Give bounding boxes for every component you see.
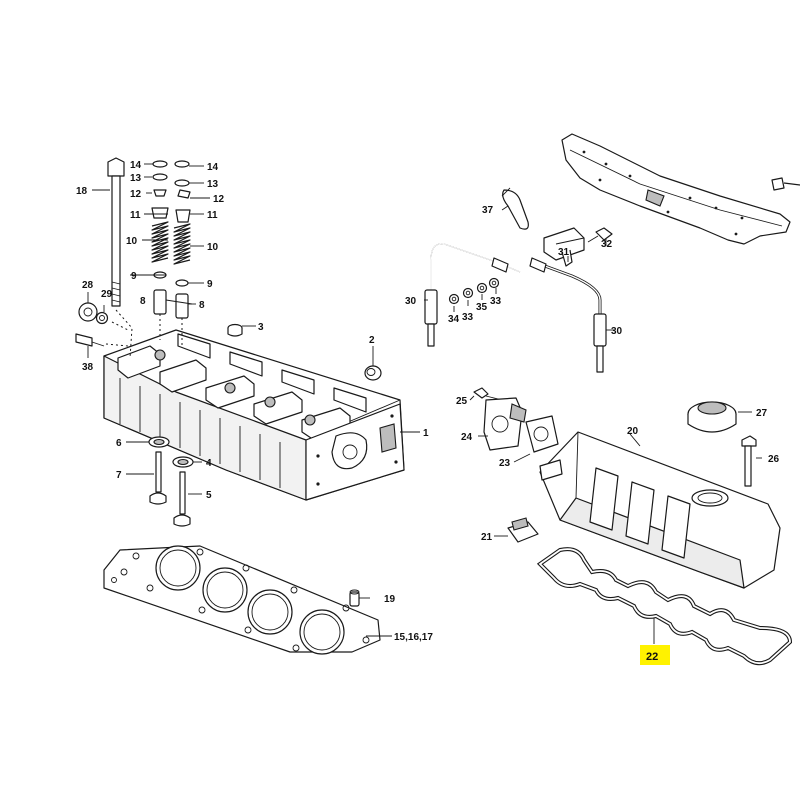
- cover-gasket-22: [536, 547, 793, 666]
- callout-10-left: 10: [126, 236, 138, 247]
- callout-33-right: 33: [490, 296, 502, 307]
- gasket-23: [525, 415, 559, 453]
- callout-22-highlight: 22: [640, 645, 670, 665]
- callout-13-left: 13: [130, 173, 142, 184]
- bolt-top-right: [771, 177, 800, 191]
- callout-28: 28: [82, 280, 94, 291]
- callout-37: 37: [482, 205, 494, 216]
- callout-3: 3: [258, 322, 264, 333]
- sensor-lead-left: [424, 243, 521, 347]
- highlight-box: [640, 645, 670, 665]
- head-gasket: [103, 545, 381, 655]
- valve-train-left: [151, 160, 169, 340]
- seal-29: [95, 311, 109, 325]
- callout-11-left: 11: [130, 210, 141, 221]
- callout-6: 6: [116, 438, 122, 449]
- valve-24: [483, 397, 527, 451]
- sensor-38: [75, 333, 105, 347]
- callout-20: 20: [627, 426, 639, 437]
- callout-19: 19: [384, 594, 396, 605]
- callout-13-right: 13: [207, 179, 219, 190]
- washers-33-35: [448, 277, 500, 305]
- dash-29: [111, 321, 129, 331]
- callout-4: 4: [206, 458, 212, 469]
- callout-11-right: 11: [207, 210, 218, 221]
- callout-5: 5: [206, 490, 212, 501]
- callout-12-left: 12: [130, 189, 142, 200]
- cap-3: [227, 323, 243, 337]
- callout-9-left: 9: [131, 271, 137, 282]
- callout-18: 18: [76, 186, 88, 197]
- dowel-19: [349, 589, 360, 607]
- cylinder-head: [103, 329, 405, 501]
- oil-cap-27: [687, 401, 737, 433]
- callout-29: 29: [101, 289, 113, 300]
- callout-1: 1: [423, 428, 429, 439]
- valve-cover-20: [539, 431, 781, 589]
- callout-25: 25: [456, 396, 468, 407]
- seal-4: [172, 456, 194, 468]
- clamp-37: [501, 187, 529, 230]
- sensor-28: [78, 302, 98, 322]
- callout-7: 7: [116, 470, 122, 481]
- callout-14-right: 14: [207, 162, 219, 173]
- callout-26: 26: [768, 454, 780, 465]
- callout-9-right: 9: [207, 279, 213, 290]
- head-bolt-18: [107, 157, 125, 307]
- callout-33-left: 33: [462, 312, 474, 323]
- plug-2: [364, 365, 382, 381]
- callout-21: 21: [481, 532, 493, 543]
- bolt-32: [587, 227, 613, 243]
- callout-10-right: 10: [207, 242, 219, 253]
- dash-38: [105, 343, 129, 347]
- leader-lines: [87, 163, 762, 644]
- callout-8-left: 8: [140, 296, 146, 307]
- callout-30-right: 30: [611, 326, 623, 337]
- sensor-bracket: [543, 227, 585, 267]
- callout-32: 32: [601, 239, 613, 250]
- callout-8-right: 8: [199, 300, 205, 311]
- sensor-lead-right: [529, 257, 607, 373]
- callout-35: 35: [476, 302, 488, 313]
- callout-22: 22: [646, 651, 658, 663]
- callout-31: 31: [558, 247, 570, 258]
- callout-labels: 1 2 3 4 5 6 7 8 8 9 9 10 10 11 11 12 12 …: [76, 160, 780, 643]
- heat-shield: [561, 133, 791, 245]
- callout-34: 34: [448, 314, 460, 325]
- pad-21: [507, 517, 539, 543]
- seal-6: [148, 436, 170, 448]
- callout-12-right: 12: [213, 194, 225, 205]
- callout-15-16-17: 15,16,17: [394, 632, 433, 643]
- callout-23: 23: [499, 458, 511, 469]
- callout-2: 2: [369, 335, 375, 346]
- callout-24: 24: [461, 432, 473, 443]
- valve-5: [173, 471, 191, 527]
- callout-14-left: 14: [130, 160, 142, 171]
- valve-7: [149, 451, 167, 505]
- callout-38: 38: [82, 362, 94, 373]
- callout-30-left: 30: [405, 296, 417, 307]
- valve-train-right: [173, 160, 191, 346]
- bolt-26: [741, 435, 757, 487]
- callout-27: 27: [756, 408, 768, 419]
